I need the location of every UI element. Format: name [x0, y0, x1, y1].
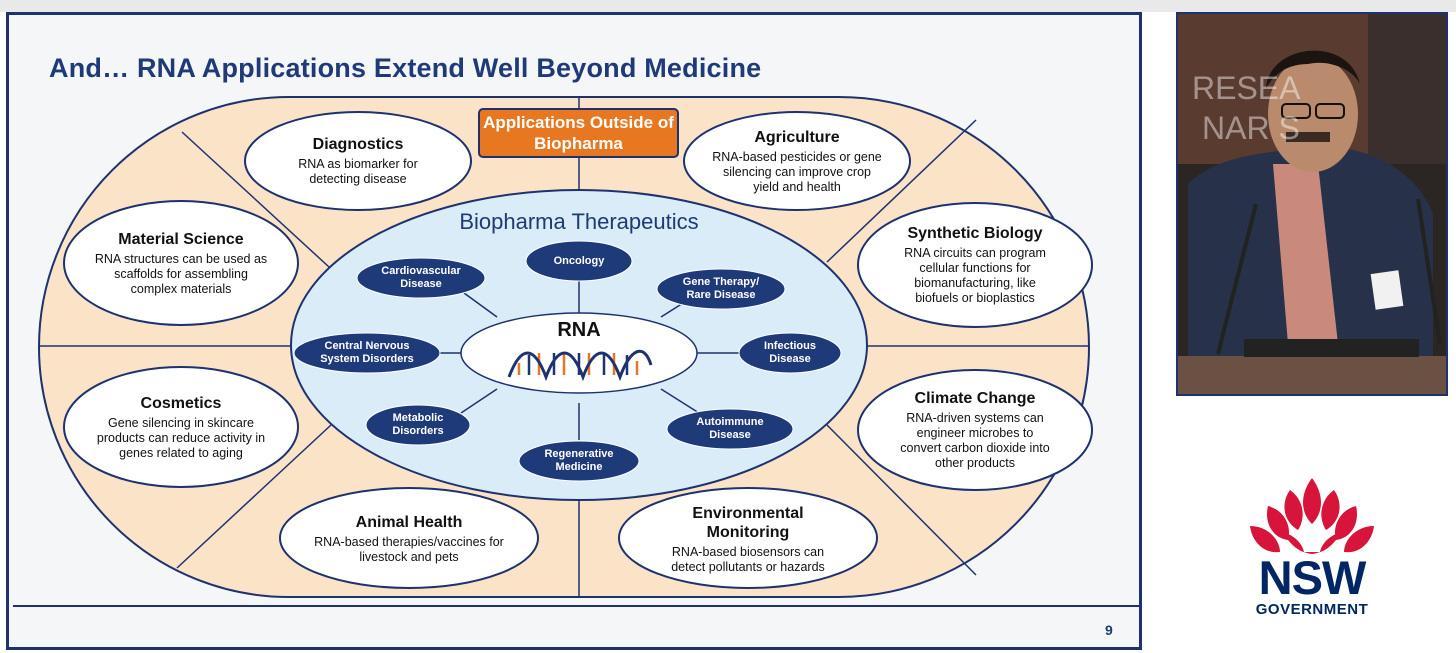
application-title: Agriculture: [754, 128, 840, 146]
rna-applications-diagram: [38, 96, 1093, 598]
application-title: Environmental Monitoring: [692, 504, 804, 541]
applications-outside-callout: Applications Outside of Biopharma: [478, 108, 679, 158]
outer-ellipses: [63, 111, 1093, 589]
sector-dividers: [39, 97, 1089, 597]
application-desc: Gene silencing in skincare products can …: [96, 415, 266, 460]
therapeutic-gene-therapy: Gene Therapy/ Rare Disease: [682, 276, 760, 301]
presenter-video-feed: RESEA NAR S: [1176, 12, 1448, 396]
video-background-text: NAR S: [1202, 110, 1300, 146]
page-number: 9: [1105, 622, 1113, 638]
slide-footer-rule: [13, 605, 1141, 607]
therapeutic-cns: Central Nervous System Disorders: [320, 340, 414, 365]
application-desc: RNA-based therapies/vaccines for livesto…: [314, 535, 504, 564]
biopharma-title: Biopharma Therapeutics: [459, 209, 699, 234]
application-title: Climate Change: [914, 390, 1036, 407]
therapeutic-pills: [293, 240, 842, 482]
application-title: Animal Health: [355, 514, 463, 531]
window-top-bar: [0, 0, 1456, 12]
application-title: Material Science: [118, 230, 244, 248]
application-material-science: Material Science RNA structures can be u…: [71, 221, 291, 305]
government-logo-text: GOVERNMENT: [1255, 601, 1369, 618]
therapeutic-regenerative: Regenerative Medicine: [544, 448, 614, 473]
therapeutic-infectious: Infectious Disease: [764, 340, 816, 365]
application-desc: RNA-based pesticides or gene silencing c…: [712, 149, 882, 194]
nsw-logo-text: NSW: [1258, 551, 1367, 604]
application-agriculture: Agriculture RNA-based pesticides or gene…: [692, 119, 902, 203]
video-background-text: RESEA: [1192, 70, 1301, 106]
application-environmental-monitoring: Environmental Monitoring RNA-based biose…: [628, 499, 868, 579]
therapeutic-autoimmune: Autoimmune Disease: [696, 416, 764, 441]
application-desc: RNA circuits can program cellular functi…: [904, 246, 1046, 305]
presentation-slide: And… RNA Applications Extend Well Beyond…: [6, 12, 1142, 650]
nsw-waratah-logo-icon: [1250, 478, 1374, 554]
application-desc: RNA-based biosensors can detect pollutan…: [671, 544, 825, 574]
application-cosmetics: Cosmetics Gene silencing in skincare pro…: [71, 385, 291, 469]
presenter-video-image: [1178, 14, 1446, 394]
rna-helix-icon: [507, 349, 653, 382]
application-title: Diagnostics: [312, 136, 404, 153]
therapeutic-metabolic: Metabolic Disorders: [392, 412, 444, 437]
spokes: [434, 280, 739, 440]
application-desc: RNA structures can be used as scaffolds …: [94, 251, 268, 296]
therapeutic-cardiovascular: Cardiovascular Disease: [381, 265, 461, 290]
application-animal-health: Animal Health RNA-based therapies/vaccin…: [289, 507, 529, 571]
slide-title: And… RNA Applications Extend Well Beyond…: [49, 53, 762, 83]
application-climate-change: Climate Change RNA-driven systems can en…: [865, 383, 1085, 477]
application-title: Synthetic Biology: [907, 225, 1043, 242]
application-title: Cosmetics: [140, 394, 222, 412]
rna-center-label: RNA: [557, 319, 601, 341]
application-desc: RNA-driven systems can engineer microbes…: [900, 411, 1050, 470]
application-desc: RNA as biomarker for detecting disease: [298, 157, 418, 186]
therapeutic-oncology: Oncology: [553, 254, 605, 267]
application-diagnostics: Diagnostics RNA as biomarker for detecti…: [253, 119, 463, 203]
application-synthetic-biology: Synthetic Biology RNA circuits can progr…: [865, 217, 1085, 313]
